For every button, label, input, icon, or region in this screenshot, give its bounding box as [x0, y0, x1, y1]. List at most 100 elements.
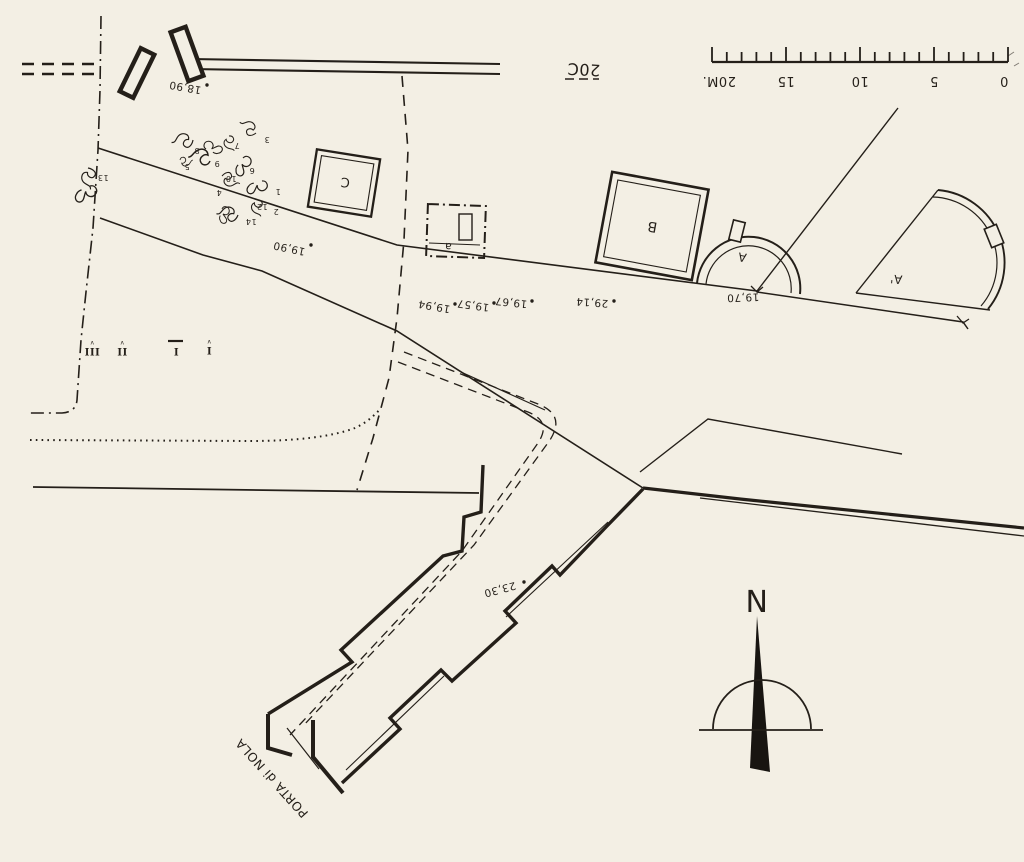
spot-height: 29,14 [575, 295, 608, 309]
schola-a-prime-edge [855, 189, 939, 294]
porta-di-nola-gate: PORTA di NOLA [232, 351, 645, 821]
find-number: 2 [273, 207, 279, 216]
schola-a-prime-label: A' [889, 271, 903, 286]
find-number: 1 [275, 187, 281, 196]
scan-stray-marks [1007, 51, 1020, 67]
spot-height-dot [205, 83, 209, 87]
site-marker: I [206, 344, 211, 355]
site-marker: I [173, 345, 178, 356]
spot-height: 19,67 [494, 294, 528, 309]
find-number: 10 [225, 174, 236, 183]
spot-height-dot [309, 243, 313, 247]
spot-height-dot [530, 299, 534, 303]
spot-height: 18,90 [168, 78, 202, 95]
schola-a-prime-outer-arc [937, 189, 1006, 310]
find-number: 12 [256, 202, 267, 211]
wall-dashed-continuation [22, 62, 98, 76]
north-label: N [746, 585, 769, 620]
gate-jamb-east [311, 720, 345, 795]
site-marker-accent: v [90, 339, 94, 346]
find-number: 13 [97, 173, 108, 182]
site-markers: III v II v I I v [84, 338, 211, 356]
site-marker-accent: v [207, 338, 211, 345]
wall-line [190, 67, 501, 76]
road-network [32, 107, 1024, 537]
schola-a-prime: A' [855, 189, 1006, 311]
tomb-c-label: C [340, 174, 351, 190]
spot-height: 19,90 [272, 239, 306, 258]
gate-jamb-west [266, 714, 293, 757]
compass-dome [712, 679, 812, 730]
spot-height: 19,57 [456, 297, 490, 313]
spot-height-dot [453, 302, 457, 306]
spot-height-dot [522, 580, 526, 584]
road-edge-south [99, 217, 644, 489]
schola-a-prime-block [983, 223, 1005, 249]
schola-a-block [727, 218, 747, 244]
road-edge-north [97, 147, 758, 292]
wall-line-west [32, 486, 480, 494]
find-numbers: 13 5 8 7 3 9 6 10 4 1 12 2 14 [97, 135, 280, 226]
scale-tick-label: 15 [777, 73, 795, 88]
road-edge-north-east [756, 291, 969, 330]
spot-heights: 18,90 19,90 19,94 19,57 19,67 29,14 19,7… [168, 78, 759, 599]
schola-a-inner-arc [705, 245, 792, 294]
junction-tick [750, 285, 764, 293]
boundary-dashed [356, 75, 409, 491]
scale-bar: 0 5 10 15 20M. [702, 47, 1020, 88]
site-marker: III [84, 345, 100, 356]
enclosure-a-cippus [458, 213, 473, 241]
enclosure-a-baseline [428, 242, 481, 246]
figure-number-label: 20C [567, 59, 601, 80]
schola-a-prime-inner-arc [932, 196, 998, 307]
find-number: 8 [194, 146, 200, 155]
road-edge-northeast-steep [756, 107, 899, 292]
scale-tick-label: 0 [1000, 73, 1009, 88]
boundary-dashdot [30, 15, 102, 414]
enclosure-a-label: a [444, 240, 452, 254]
scale-tick-label: 10 [851, 73, 869, 88]
schola-a: A [696, 218, 802, 295]
schola-a-outer-arc [696, 235, 802, 295]
spot-height-dot [612, 299, 616, 303]
gate-wall-northwest [267, 464, 485, 716]
gate-wall-southeast [340, 487, 645, 785]
tomb-b-label: B [646, 217, 659, 235]
city-wall-east [642, 486, 1024, 530]
find-number: 5 [184, 162, 190, 171]
schola-a-prime-edge [855, 292, 991, 311]
junction-tick [956, 315, 970, 324]
find-number: 6 [249, 166, 255, 175]
tomb-b: B [593, 170, 711, 282]
wall-line [190, 57, 501, 66]
spot-height: 19,70 [726, 290, 759, 303]
find-number: 7 [234, 141, 240, 150]
city-wall-top [22, 24, 501, 101]
site-marker: II [117, 345, 127, 356]
scale-bar-ticks [711, 47, 1009, 62]
find-number: 9 [214, 159, 220, 168]
road-median-dashed [301, 351, 557, 728]
tomb-c: C [306, 148, 382, 218]
gate-wall-inner-line [345, 521, 609, 771]
find-number: 3 [264, 135, 270, 144]
spot-height-dot [492, 301, 496, 305]
north-arrow: N [699, 585, 823, 772]
road-median-dashed [289, 361, 544, 736]
city-wall-east-inner [699, 497, 1024, 537]
compass-needle [750, 616, 770, 772]
fork-line [639, 418, 903, 473]
find-number: 4 [216, 188, 222, 197]
figure-number: 20C [565, 59, 601, 80]
wall-pillar [116, 45, 158, 101]
gate-passage-line [286, 727, 320, 770]
schola-a-label: A [736, 249, 747, 264]
spot-height: 19,94 [417, 297, 451, 314]
spot-height: 23,30 [482, 579, 517, 599]
site-marker-accent: v [120, 339, 124, 346]
dotted-line [29, 407, 382, 443]
scale-tick-label: 20M. [702, 73, 736, 88]
scale-tick-label: 5 [930, 73, 939, 88]
